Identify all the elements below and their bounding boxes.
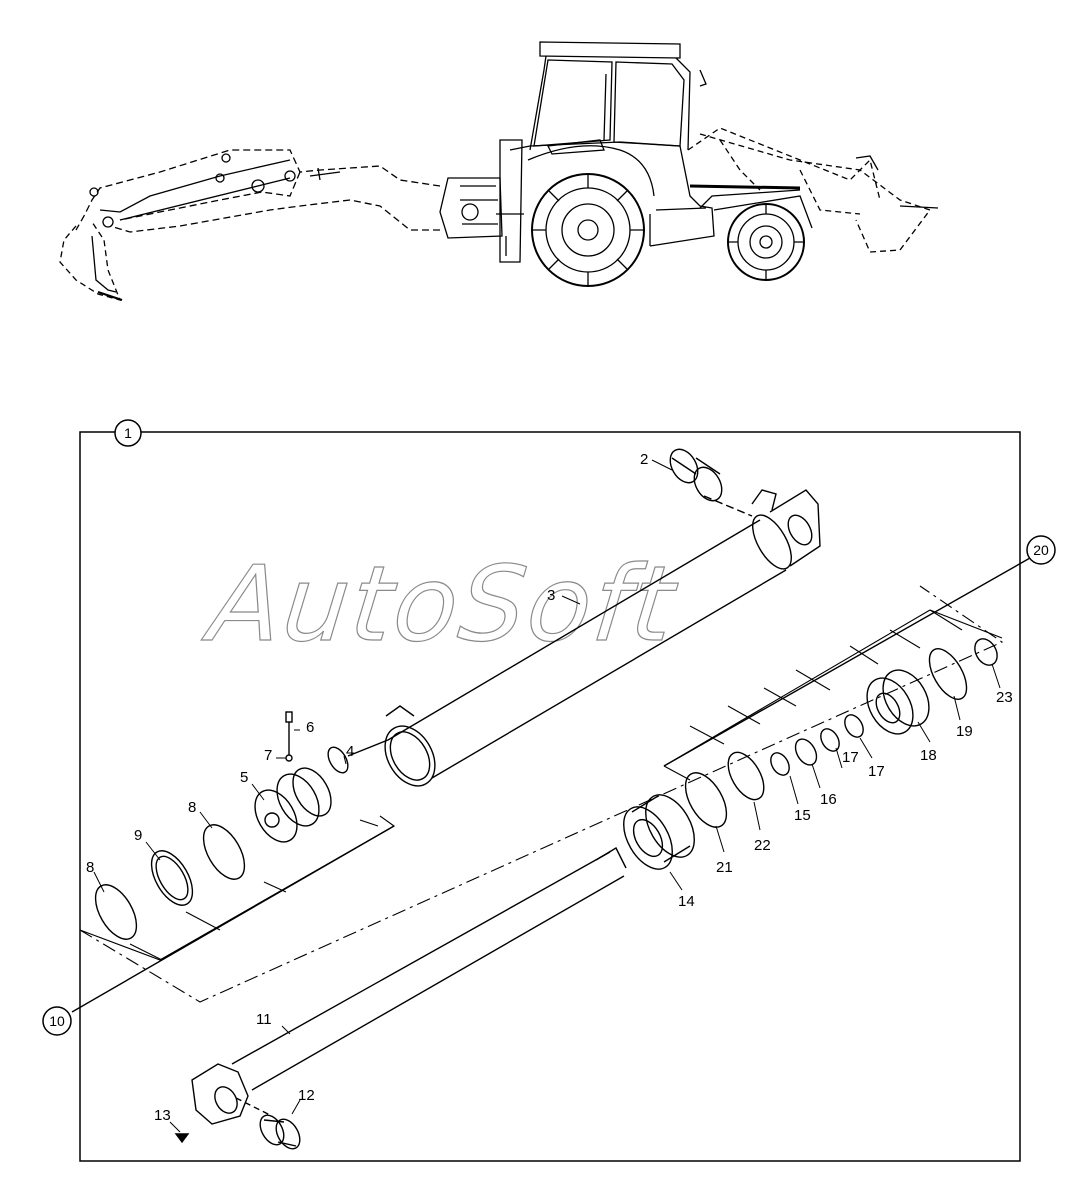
piston-rod [191, 847, 627, 1125]
bushing-top [669, 448, 723, 502]
gland-and-seals [623, 638, 998, 870]
part-label: 11 [256, 1011, 272, 1028]
seal-rings-left [94, 824, 246, 940]
backhoe-loader-illustration [59, 41, 939, 301]
part-label: 2 [640, 451, 648, 468]
part-label: 21 [716, 859, 733, 876]
part-label: 4 [346, 743, 354, 760]
callout-20: 20 [1026, 535, 1056, 565]
piston-assembly [254, 711, 389, 843]
part-label: 8 [86, 859, 94, 876]
callout-1: 1 [114, 419, 142, 447]
svg-text:20: 20 [1033, 542, 1049, 558]
part-label: 5 [240, 769, 248, 786]
part-label: 19 [956, 723, 973, 740]
svg-text:1: 1 [124, 425, 132, 441]
part-label: 13 [154, 1107, 171, 1124]
part-label: 17 [842, 749, 859, 766]
watermark-text: AutoSoft [198, 543, 683, 665]
part-label: 6 [306, 719, 314, 736]
part-label: 22 [754, 837, 771, 854]
part-label: 17 [868, 763, 885, 780]
cylinder-barrel [384, 489, 821, 787]
svg-text:10: 10 [49, 1013, 65, 1029]
part-label: 8 [188, 799, 196, 816]
part-label: 15 [794, 807, 811, 824]
part-label: 3 [547, 587, 555, 604]
part-label: 14 [678, 893, 695, 910]
callout-10: 10 [42, 1006, 72, 1036]
label-leaders [93, 459, 1001, 1133]
part-label: 23 [996, 689, 1013, 706]
part-label: 18 [920, 747, 937, 764]
seal-kit-outline [79, 585, 1004, 1003]
part-label: 9 [134, 827, 142, 844]
part-labels: 2 3 4 5 6 7 8 8 9 11 12 13 14 15 16 17 1… [86, 451, 1013, 1124]
part-label: 16 [820, 791, 837, 808]
part-label: 12 [298, 1087, 315, 1104]
part-label: 7 [264, 747, 272, 764]
rod-end-parts [174, 1114, 301, 1150]
callout-leaders [71, 557, 1031, 1013]
assembly-frame [79, 431, 1021, 1162]
